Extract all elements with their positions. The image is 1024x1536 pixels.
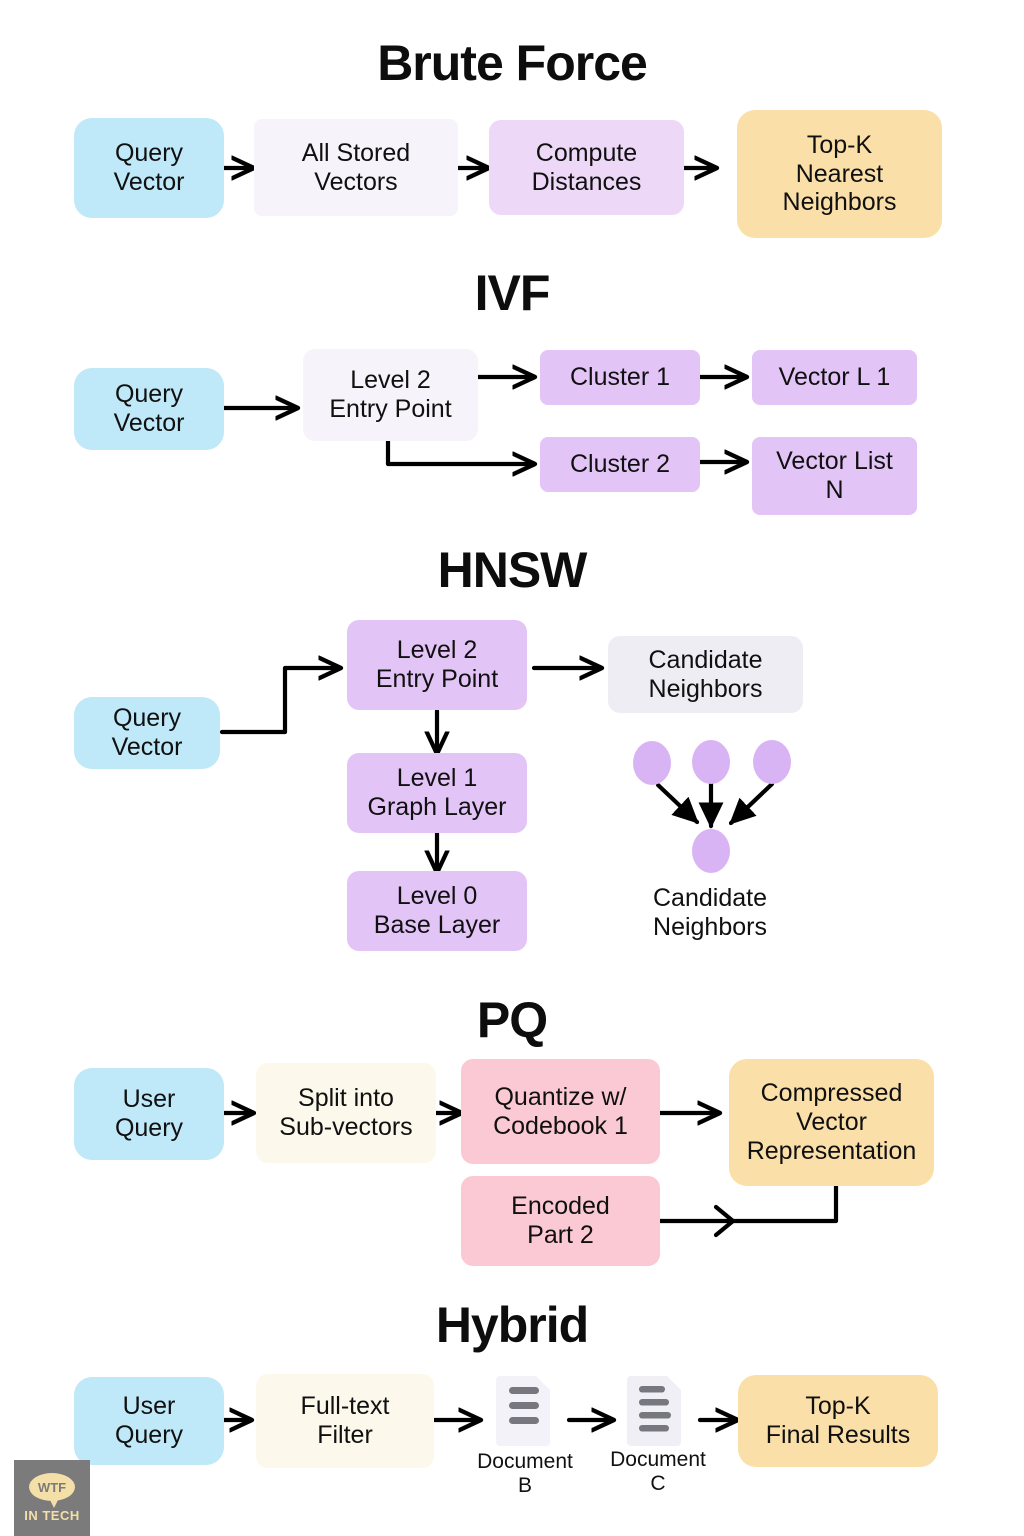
node-level2-entry-point-ivf[interactable]: Level 2 Entry Point (303, 349, 478, 441)
node-split-into-subvectors[interactable]: Split into Sub-vectors (256, 1063, 436, 1163)
section-title-hnsw: HNSW (437, 542, 588, 598)
section-title-pq: PQ (476, 992, 548, 1048)
node-cluster-1[interactable]: Cluster 1 (540, 350, 700, 405)
candidate-node-circle-3 (753, 740, 791, 784)
node-quantize-codebook-1[interactable]: Quantize w/ Codebook 1 (461, 1059, 660, 1164)
document-c-icon[interactable] (625, 1372, 685, 1448)
node-compressed-vector-representation[interactable]: Compressed Vector Representation (729, 1059, 934, 1186)
logo-speech-bubble: WTF (29, 1473, 75, 1508)
section-title-hybrid: Hybrid (435, 1297, 589, 1353)
node-query-vector-ivf[interactable]: Query Vector (74, 368, 224, 450)
node-query-vector-brute[interactable]: Query Vector (74, 118, 224, 218)
node-level0-base-layer[interactable]: Level 0 Base Layer (347, 871, 527, 951)
node-vector-list-n[interactable]: Vector List N (752, 437, 917, 515)
hnsw-cluster-arrows (655, 781, 775, 829)
node-all-stored-vectors[interactable]: All Stored Vectors (254, 119, 458, 216)
node-query-vector-hnsw[interactable]: Query Vector (74, 697, 220, 769)
node-compute-distances[interactable]: Compute Distances (489, 120, 684, 215)
node-full-text-filter[interactable]: Full-text Filter (256, 1374, 434, 1468)
node-level1-graph-layer[interactable]: Level 1 Graph Layer (347, 753, 527, 833)
document-b-caption: Document B (477, 1450, 573, 1498)
watermark-logo: WTF IN TECH (14, 1460, 90, 1536)
node-topk-nearest-neighbors[interactable]: Top-K Nearest Neighbors (737, 110, 942, 238)
node-user-query-hybrid[interactable]: User Query (74, 1377, 224, 1465)
logo-bubble-text: WTF (37, 1479, 67, 1495)
node-vector-list-1[interactable]: Vector L 1 (752, 350, 917, 405)
candidate-neighbors-caption: Candidate Neighbors (653, 884, 767, 941)
node-user-query-pq[interactable]: User Query (74, 1068, 224, 1160)
node-encoded-part-2[interactable]: Encoded Part 2 (461, 1176, 660, 1266)
candidate-node-circle-2 (692, 740, 730, 784)
candidate-node-circle-target (692, 829, 730, 873)
node-topk-final-results[interactable]: Top-K Final Results (738, 1375, 938, 1467)
pq-merge-arrow (657, 1177, 839, 1238)
node-level2-entry-point-hnsw[interactable]: Level 2 Entry Point (347, 620, 527, 710)
node-cluster-2[interactable]: Cluster 2 (540, 437, 700, 492)
logo-subtext: IN TECH (24, 1508, 80, 1523)
section-title-ivf: IVF (474, 265, 551, 321)
document-b-icon[interactable] (494, 1372, 554, 1448)
document-c-caption: Document C (610, 1448, 706, 1496)
candidate-node-circle-1 (633, 741, 671, 785)
section-title-brute-force: Brute Force (377, 35, 648, 91)
node-candidate-neighbors-box[interactable]: Candidate Neighbors (608, 636, 803, 713)
